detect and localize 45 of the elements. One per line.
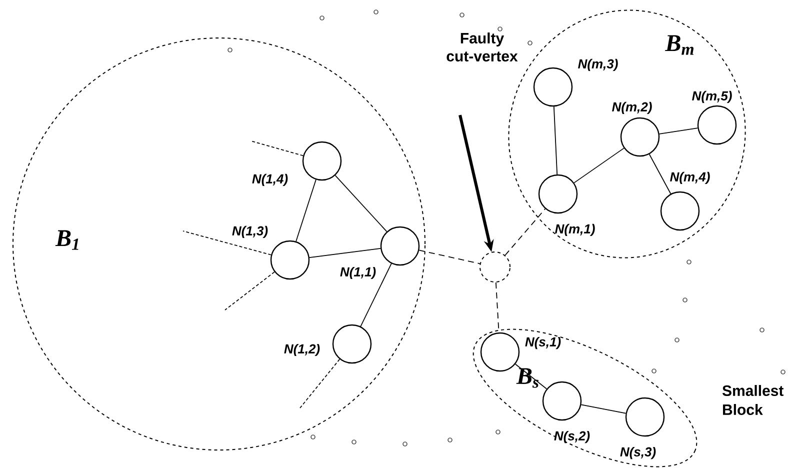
vertex-label: N(s,2)	[554, 430, 590, 444]
vertex-circle	[270, 240, 310, 280]
edge-line	[296, 179, 316, 242]
dangling-edge	[224, 272, 275, 310]
dangling-edge	[300, 358, 340, 408]
vertex-label: N(m,4)	[670, 172, 710, 184]
vertex-circle	[380, 226, 420, 266]
vertex-label: N(m,2)	[612, 102, 652, 114]
block-label: B$_{m}$	[665, 35, 694, 55]
edge-line	[658, 128, 698, 134]
vertex-label: N(1,4)	[252, 174, 288, 186]
block-caption: Smallest Block	[722, 385, 784, 415]
edge-line	[648, 154, 672, 194]
edge-line	[504, 208, 546, 256]
dangling-edge	[182, 230, 272, 256]
edge-line	[360, 263, 392, 327]
edge-line	[580, 404, 626, 414]
vertex-label: N(m,3)	[578, 58, 618, 72]
edge-line	[334, 175, 388, 232]
vertex-label: N(m,5)	[692, 90, 732, 104]
cut-vertex-circle	[480, 252, 510, 282]
vertex-circle	[302, 141, 342, 181]
vertex-circle	[697, 105, 737, 145]
edge-line	[309, 248, 382, 258]
annotation-text: Faulty cut-vertex	[446, 32, 518, 62]
edge-line	[574, 148, 624, 184]
vertex-label: N(m,1)	[555, 224, 595, 236]
edge-line	[418, 250, 480, 264]
edge-line	[553, 106, 558, 175]
vertex-circle	[620, 117, 660, 157]
vertex-circle	[542, 381, 582, 421]
vertex-circle	[533, 67, 573, 107]
vertex-label: N(1,2)	[284, 344, 320, 356]
vertex-label: N(1,3)	[232, 226, 268, 238]
vertex-label: N(s,1)	[525, 336, 561, 350]
vertex-circle	[332, 324, 372, 364]
dangling-edge	[250, 140, 304, 156]
edge-line	[514, 364, 548, 390]
vertex-circle	[538, 174, 578, 214]
vertex-circle	[625, 397, 665, 437]
vertex-circle	[660, 191, 700, 231]
vertex-label: N(1,1)	[340, 266, 376, 280]
block-label: B$_{s}$	[516, 368, 539, 388]
vertex-label: N(s,3)	[620, 446, 656, 460]
block-label: B$_{1}$	[55, 230, 78, 250]
